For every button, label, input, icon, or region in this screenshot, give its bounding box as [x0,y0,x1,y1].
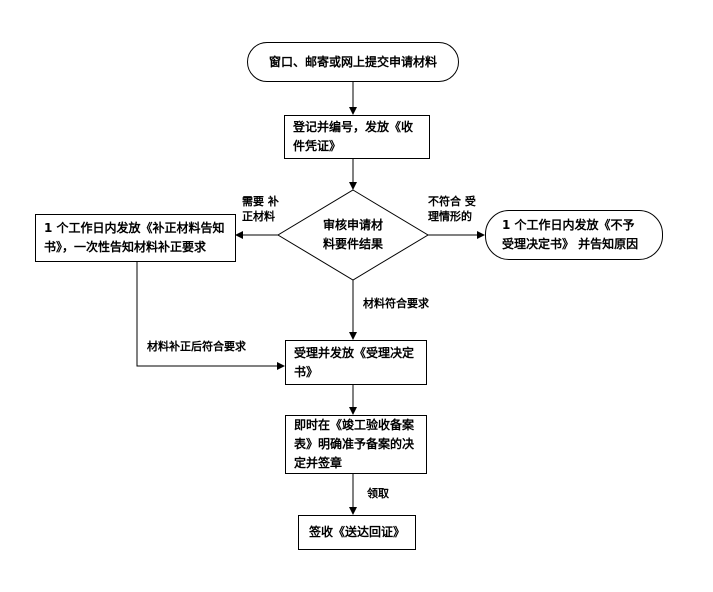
edge-label-after-supplement: 材料补正后符合要求 [147,340,246,353]
edge-label-not-meet: 不符合 受 理情形的 [428,195,476,223]
reject-node-text: 1 个工作日内发放《不予受理决定书》 并告知原因 [502,218,639,251]
register-node-text: 登记并编号，发放《收件凭证》 [293,120,414,153]
reject-node: 1 个工作日内发放《不予受理决定书》 并告知原因 [485,210,663,260]
start-node-text: 窗口、邮寄或网上提交申请材料 [268,54,437,69]
edge-label-collect: 领取 [367,487,389,500]
accept-node-text: 受理并发放《受理决定书》 [294,345,415,379]
register-node: 登记并编号，发放《收件凭证》 [284,115,430,159]
accept-node: 受理并发放《受理决定书》 [285,340,427,385]
review-decision-text: 审核申请材 料要件结果 [322,218,383,251]
sign-node: 签收《送达回证》 [298,515,416,550]
supplement-node-text: 1 个工作日内发放《补正材料告知书》，一次性告知材料补正要求 [44,221,225,254]
supplement-node: 1 个工作日内发放《补正材料告知书》，一次性告知材料补正要求 [35,214,236,262]
sign-node-text: 签收《送达回证》 [308,525,405,539]
record-node: 即时在《竣工验收备案表》明确准予备案的决定并签章 [285,415,427,474]
record-node-text: 即时在《竣工验收备案表》明确准予备案的决定并签章 [294,418,415,470]
start-node: 窗口、邮寄或网上提交申请材料 [247,42,459,82]
edge-label-need-supplement: 需要 补 正材料 [242,195,279,223]
edge-supplement-accept [136,262,285,370]
edge-label-meets: 材料符合要求 [363,297,429,310]
